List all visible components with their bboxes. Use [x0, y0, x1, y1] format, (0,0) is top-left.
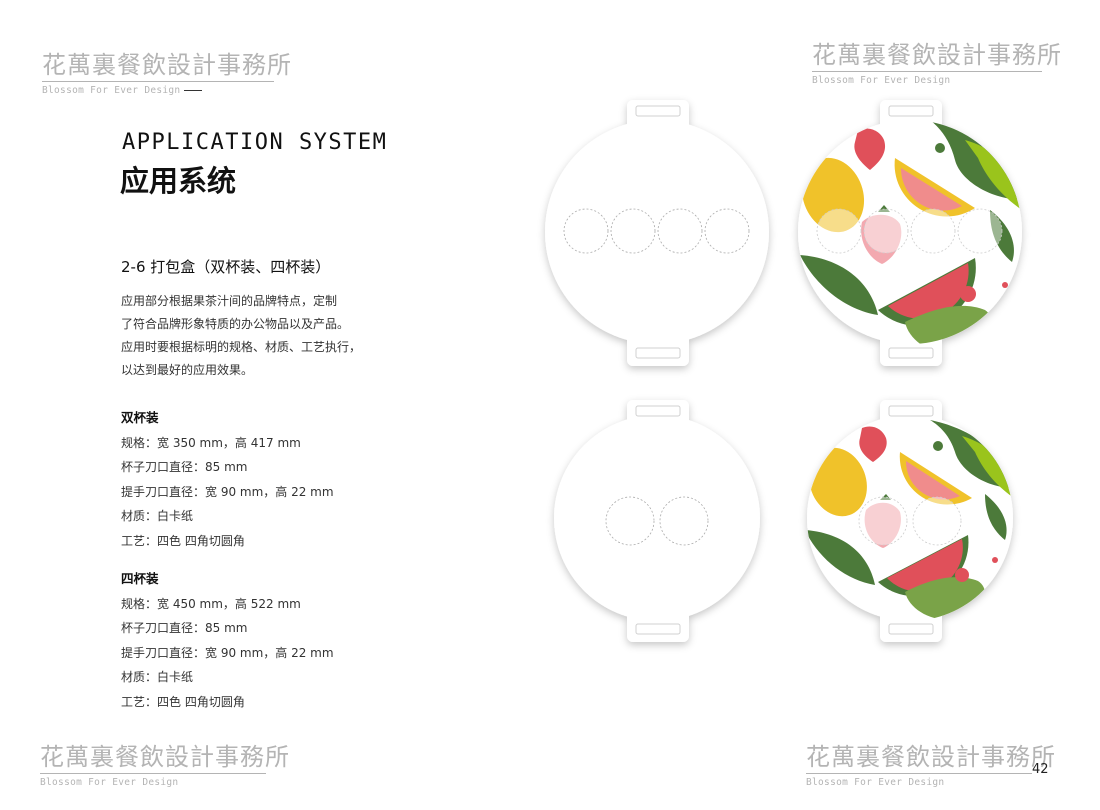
heading-chinese: 应用系统	[120, 164, 237, 198]
intro-paragraph: 应用部分根据果茶汁间的品牌特点，定制 了符合品牌形象特质的办公物品以及产品。 应…	[121, 290, 421, 382]
cup-cutout	[657, 208, 703, 254]
four-cup-box-blank-details	[563, 105, 750, 359]
green-leaf	[800, 255, 878, 315]
fruit-pattern	[807, 420, 1013, 620]
fruit-pattern	[800, 120, 1022, 344]
watermark-cn: 花萬裏餐飲設計事務所	[40, 743, 290, 771]
watermark-en: Blossom For Ever Design	[812, 75, 951, 86]
intro-line: 应用部分根据果茶汁间的品牌特点，定制	[121, 294, 338, 308]
green-leaf	[985, 494, 1007, 540]
two-cup-box-blank	[554, 400, 760, 642]
watermark-bottom-right: 花萬裏餐飲設計事務所 Blossom For Ever Design	[806, 742, 1056, 788]
cup-cutout	[912, 496, 962, 546]
spec-line: 提手刀口直径：宽 90 mm，高 22 mm	[121, 645, 334, 660]
watermark-underline-mark	[184, 90, 203, 91]
spec-title: 双杯装	[121, 410, 159, 425]
spec-title: 四杯装	[121, 571, 159, 586]
two-cup-box-blank-details	[605, 405, 709, 635]
cup-cutout	[659, 496, 709, 546]
grapefruit-slice	[899, 452, 972, 505]
spec-line: 材质：白卡纸	[121, 509, 194, 523]
lemon-shape	[809, 447, 867, 517]
green-leaf	[807, 530, 875, 585]
watermark-en: Blossom For Ever Design	[40, 777, 179, 788]
two-cup-box-printed	[807, 400, 1013, 642]
watermark-rule	[812, 71, 1042, 72]
spec-line: 工艺：四色 四角切圆角	[121, 533, 245, 548]
spec-line: 杯子刀口直径：85 mm	[121, 460, 248, 474]
spec-quad: 四杯装 规格：宽 450 mm，高 522 mm 杯子刀口直径：85 mm 提手…	[121, 567, 334, 714]
four-cup-box-blank	[545, 100, 769, 366]
spec-line: 规格：宽 450 mm，高 522 mm	[121, 596, 301, 611]
watermark-top-left: 花萬裏餐飲設計事務所 Blossom For Ever Design	[42, 50, 292, 96]
watermark-en: Blossom For Ever Design	[806, 777, 945, 788]
intro-line: 以达到最好的应用效果。	[121, 363, 254, 377]
intro-line: 了符合品牌形象特质的办公物品以及产品。	[121, 317, 350, 331]
watermark-cn: 花萬裏餐飲設計事務所	[806, 743, 1056, 771]
strawberry-shape	[864, 502, 901, 548]
watermark-cn: 花萬裏餐飲設計事務所	[42, 51, 292, 79]
intro-line: 应用时要根据标明的规格、材质、工艺执行，	[121, 340, 362, 354]
lemon-shape	[801, 157, 865, 233]
cup-cutout	[563, 208, 609, 254]
spec-line: 提手刀口直径：宽 90 mm，高 22 mm	[121, 484, 334, 499]
strawberry-shape	[854, 128, 886, 170]
spec-line: 规格：宽 350 mm，高 417 mm	[121, 435, 301, 450]
spec-double: 双杯装 规格：宽 350 mm，高 417 mm 杯子刀口直径：85 mm 提手…	[121, 406, 334, 553]
cup-cutout	[816, 208, 862, 254]
cup-cutout	[605, 496, 655, 546]
watermark-cn: 花萬裏餐飲設計事務所	[812, 41, 1062, 69]
cup-cutout	[704, 208, 750, 254]
cup-cutout	[863, 208, 909, 254]
spec-line: 杯子刀口直径：85 mm	[121, 621, 248, 635]
spec-line: 材质：白卡纸	[121, 670, 194, 684]
watermark-bottom-left: 花萬裏餐飲設計事務所 Blossom For Ever Design	[40, 742, 290, 788]
page-number: 42	[1032, 762, 1049, 777]
green-leaf	[990, 210, 1014, 262]
cup-cutout	[957, 208, 1003, 254]
cup-cutout	[858, 496, 908, 546]
watermark-en: Blossom For Ever Design	[42, 85, 292, 96]
watermark-rule	[40, 773, 266, 774]
cup-cutout	[610, 208, 656, 254]
spec-line: 工艺：四色 四角切圆角	[121, 694, 245, 709]
strawberry-shape	[859, 426, 887, 462]
cup-cutout	[910, 208, 956, 254]
watermark-rule	[806, 773, 1032, 774]
watermark-rule	[42, 81, 274, 82]
section-title: 2-6 打包盒（双杯装、四杯装）	[121, 258, 331, 276]
heading-english: APPLICATION SYSTEM	[122, 130, 388, 155]
four-cup-box-printed	[798, 100, 1022, 366]
strawberry-shape	[861, 214, 902, 264]
watermark-top-right: 花萬裏餐飲設計事務所 Blossom For Ever Design	[812, 40, 1062, 86]
